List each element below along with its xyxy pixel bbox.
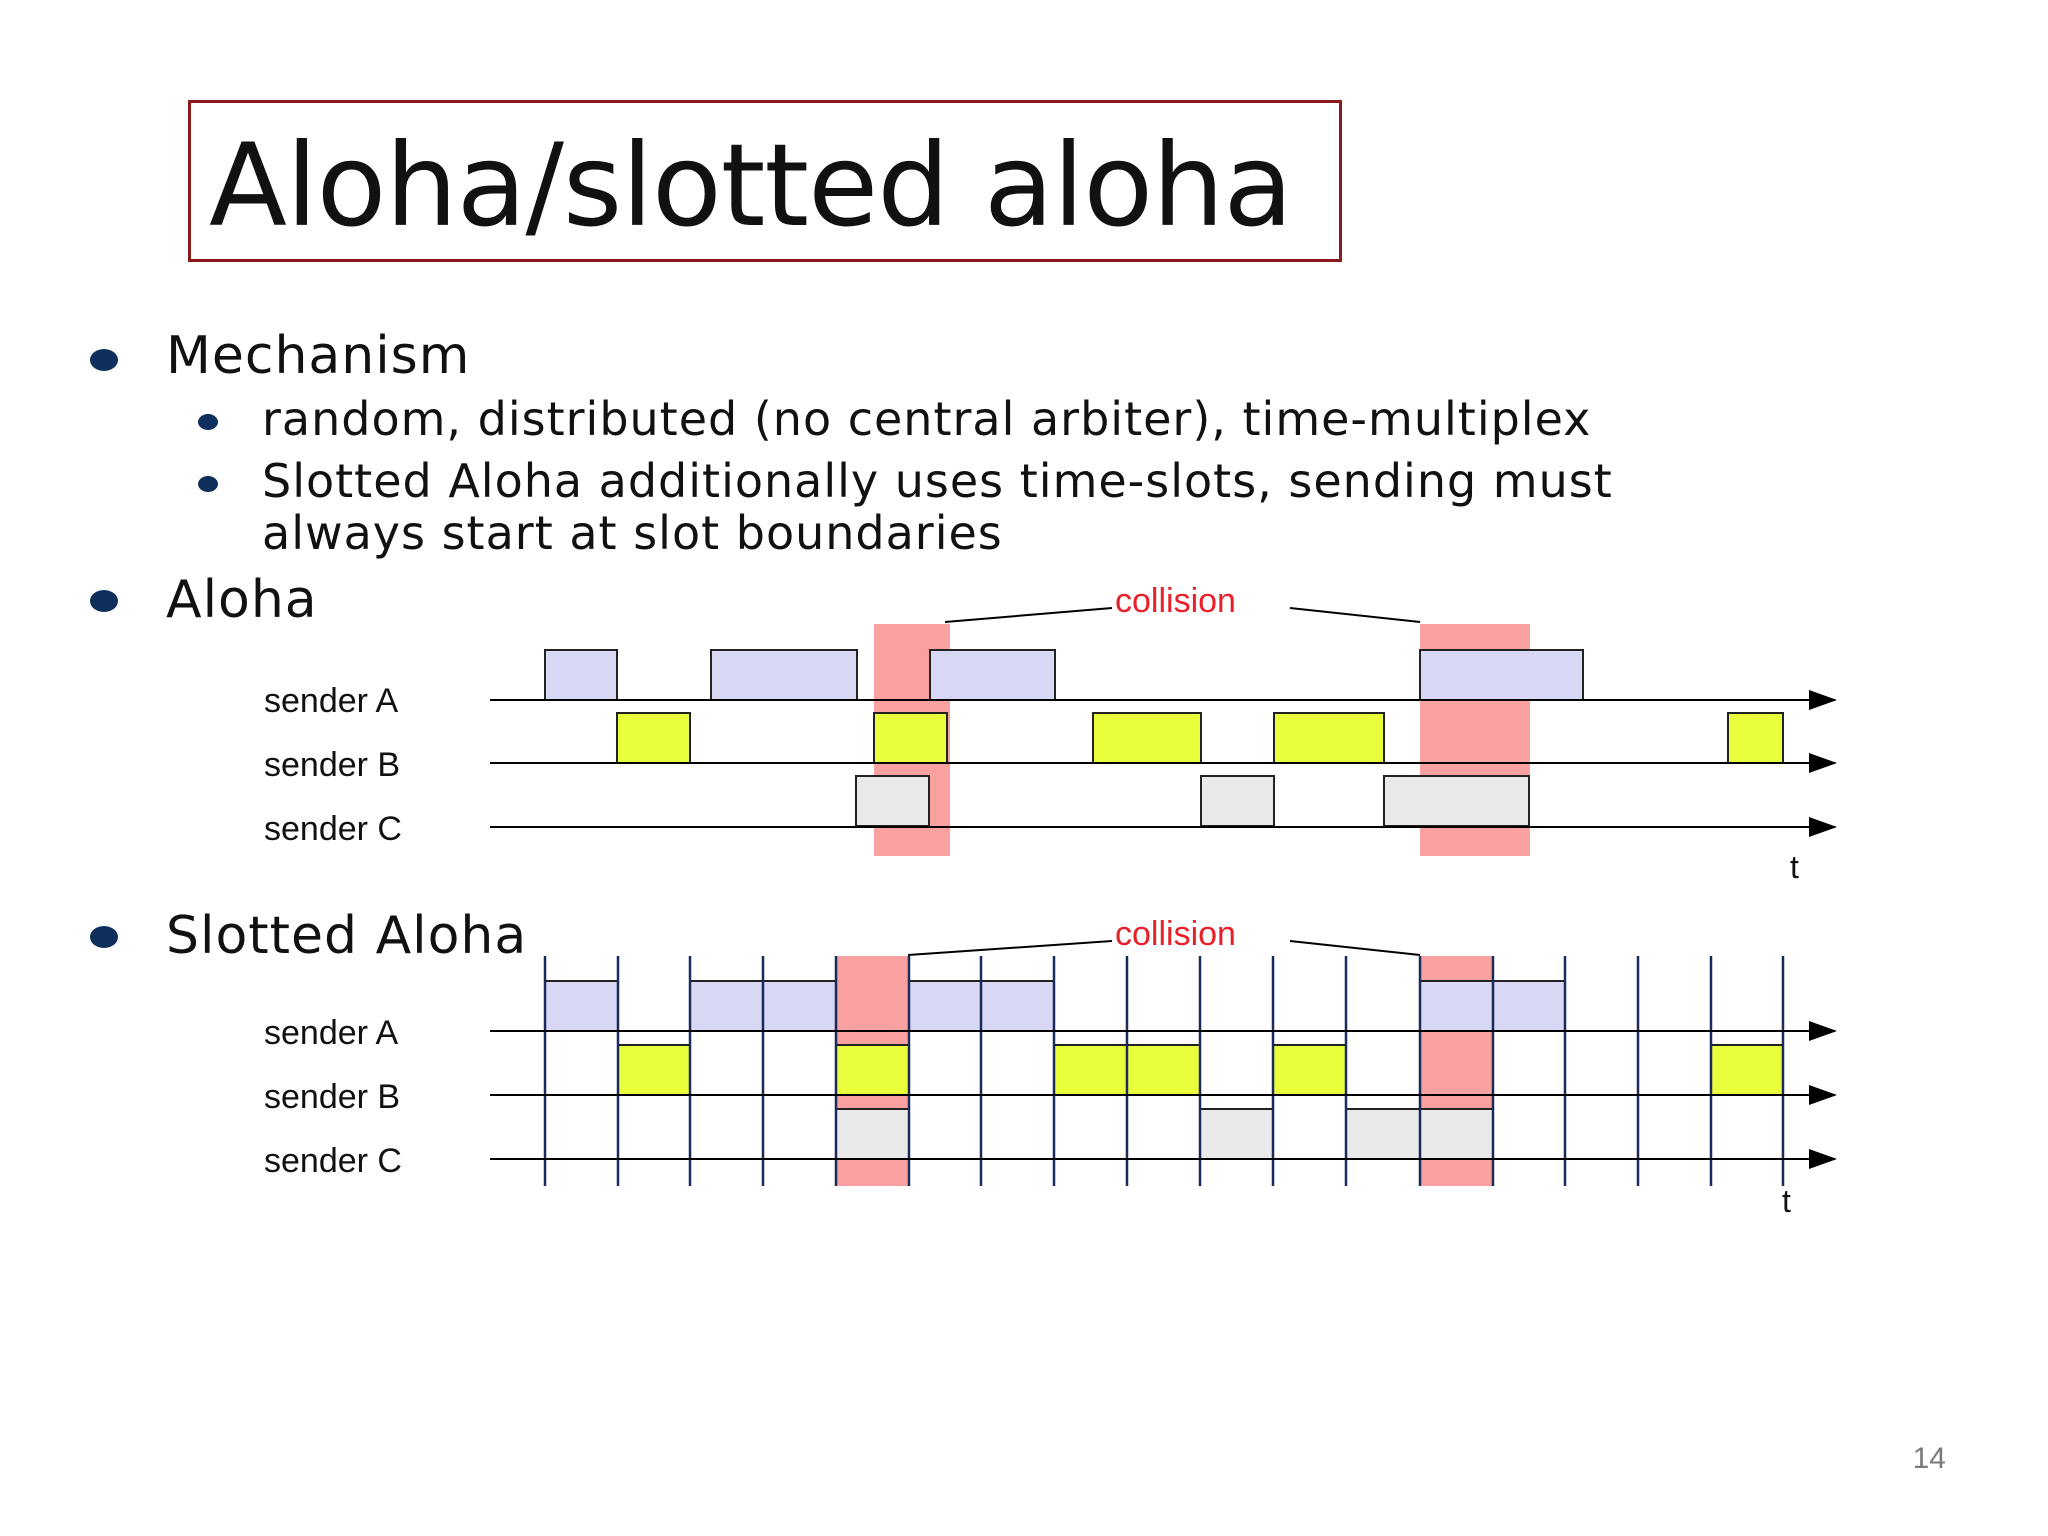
aloha-frame-a bbox=[710, 649, 858, 701]
aloha-sender-label-c: sender C bbox=[264, 810, 402, 848]
slotted-frame-b bbox=[617, 1044, 691, 1096]
title-box: Aloha/slotted aloha bbox=[188, 100, 1342, 262]
slotted-frame-c bbox=[1199, 1108, 1274, 1160]
bullet-slotted-aloha: Slotted Aloha bbox=[166, 906, 528, 966]
bullet-mechanism: Mechanism bbox=[166, 326, 471, 386]
aloha-frame-c bbox=[855, 775, 930, 827]
slotted-frame-c bbox=[835, 1108, 910, 1160]
slotted-frame-b bbox=[1272, 1044, 1347, 1096]
aloha-frame-c bbox=[1383, 775, 1530, 827]
aloha-frame-a bbox=[929, 649, 1056, 701]
aloha-collision-leader-left bbox=[944, 607, 1113, 623]
slotted-aloha-diagram: sender A sender B sender C collision t bbox=[264, 915, 1837, 1219]
slotted-collision-label: collision bbox=[1115, 915, 1236, 953]
sub-bullet-random: random, distributed (no central arbiter)… bbox=[262, 392, 1592, 446]
aloha-collision-leader-right bbox=[1289, 607, 1421, 623]
aloha-frame-a bbox=[544, 649, 618, 701]
aloha-frame-b bbox=[1727, 712, 1784, 764]
aloha-collision-label: collision bbox=[1115, 582, 1236, 620]
aloha-frame-b bbox=[873, 712, 948, 764]
bullet-aloha: Aloha bbox=[166, 570, 318, 630]
sub-bullet-slotted-line2: always start at slot boundaries bbox=[262, 506, 1003, 560]
slotted-sender-label-a: sender A bbox=[264, 1014, 399, 1052]
slotted-collision-leader-right bbox=[1289, 940, 1421, 956]
slotted-frame-b bbox=[835, 1044, 910, 1096]
aloha-frame-a bbox=[1419, 649, 1584, 701]
aloha-frame-b bbox=[1092, 712, 1202, 764]
slotted-collision-leader-left bbox=[907, 940, 1113, 956]
page-number: 14 bbox=[1912, 1442, 1946, 1475]
aloha-frame-b bbox=[616, 712, 691, 764]
slotted-time-label: t bbox=[1782, 1183, 1791, 1219]
aloha-sender-label-b: sender B bbox=[264, 746, 400, 784]
slot-boundaries bbox=[543, 956, 1785, 1186]
bullet-dot-mechanism bbox=[90, 349, 118, 371]
bullet-dot-aloha bbox=[90, 590, 118, 612]
aloha-diagram: sender A sender B sender C collision t bbox=[264, 582, 1837, 885]
sub-bullet-dot-2 bbox=[198, 476, 218, 492]
slotted-sender-label-b: sender B bbox=[264, 1078, 400, 1116]
slide-title: Aloha/slotted aloha bbox=[209, 119, 1293, 252]
slotted-sender-label-c: sender C bbox=[264, 1142, 402, 1180]
sub-bullet-slotted-line1: Slotted Aloha additionally uses time-slo… bbox=[262, 454, 1613, 508]
aloha-frame-c bbox=[1200, 775, 1275, 827]
slotted-frame-b bbox=[1710, 1044, 1784, 1096]
sub-bullet-dot-1 bbox=[198, 414, 218, 430]
slotted-frame-a bbox=[544, 980, 619, 1032]
aloha-sender-label-a: sender A bbox=[264, 682, 399, 720]
bullet-dot-slotted bbox=[90, 926, 118, 948]
aloha-time-label: t bbox=[1790, 849, 1799, 885]
aloha-frame-b bbox=[1273, 712, 1385, 764]
